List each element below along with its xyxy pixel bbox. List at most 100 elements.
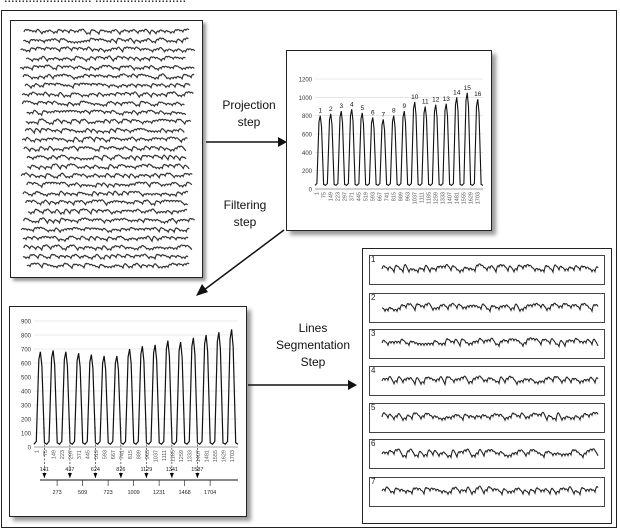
y-tick-label: 200 (21, 418, 32, 424)
y-tick-label: 100 (21, 432, 32, 438)
peak-label: 12 (432, 97, 440, 104)
cut-arrow (195, 473, 200, 478)
x-tick-label: 1 (34, 450, 40, 453)
x-tick-label: 741 (385, 192, 391, 201)
cut-arrow (144, 473, 149, 478)
projection-label-line2: step (237, 115, 261, 129)
cut-arrow (42, 473, 47, 478)
projection-arrow (206, 137, 287, 147)
cut-label-bottom: 1468 (179, 490, 191, 496)
x-tick-label: 741 (119, 450, 125, 459)
peak-label: 7 (381, 111, 385, 118)
x-tick-label: 815 (392, 192, 398, 201)
y-tick-label: 400 (302, 151, 313, 157)
cut-label-top: 1129 (140, 467, 152, 473)
x-tick-label: 1407 (448, 192, 454, 204)
filtering-arrow (196, 229, 285, 296)
peak-label: 3 (339, 103, 343, 110)
handwriting-stroke (381, 411, 599, 423)
cut-label-top: 624 (91, 467, 100, 473)
x-tick-label: 1703 (476, 192, 482, 204)
y-tick-label: 600 (302, 133, 313, 139)
handwriting-stroke (21, 136, 188, 144)
figure-frame (1, 10, 617, 528)
peak-label: 11 (422, 99, 429, 106)
handwriting-stroke (27, 163, 190, 171)
line-handwriting (381, 448, 599, 460)
x-tick-label: 371 (350, 192, 356, 201)
projection-label-line1: Projection (222, 98, 276, 112)
handwriting-stroke (20, 172, 193, 180)
x-tick-label: 1185 (427, 192, 433, 204)
manuscript-page-image (10, 20, 203, 278)
handwriting-stroke (24, 127, 185, 135)
handwriting-stroke (21, 100, 185, 108)
segmented-line: 3 (369, 329, 605, 359)
x-tick-label: 963 (406, 192, 412, 201)
handwriting-stroke (22, 73, 195, 81)
x-tick-label: 297 (68, 450, 74, 459)
x-tick-label: 223 (60, 450, 66, 459)
cut-label-top: 437 (65, 467, 74, 473)
y-tick-label: 300 (21, 404, 32, 410)
line-number: 6 (371, 439, 376, 448)
handwriting-stroke (25, 55, 186, 63)
projection-step-label: Projection step (214, 97, 284, 131)
x-tick-label: 889 (136, 450, 142, 459)
y-tick-label: 700 (21, 348, 32, 354)
filtering-step-label: Filtering step (210, 197, 280, 231)
profile-line (314, 92, 484, 186)
x-tick-label: 667 (378, 192, 384, 201)
cut-label-bottom: 1704 (204, 490, 216, 496)
cut-arrow (93, 473, 98, 478)
filtering-label-line1: Filtering (223, 198, 267, 212)
x-tick-label: 1 (315, 192, 321, 195)
peak-label: 16 (474, 91, 482, 98)
handwriting-stroke (22, 217, 196, 225)
x-tick-label: 1555 (213, 450, 219, 462)
x-tick-label: 1629 (221, 450, 227, 462)
peak-label: 6 (371, 110, 375, 117)
handwriting-stroke (381, 337, 599, 349)
caption-fragment: ......................... ..............… (4, 0, 186, 7)
line-handwriting (381, 263, 599, 275)
cut-label-top: 1341 (166, 467, 178, 473)
segmented-line: 4 (369, 366, 605, 396)
x-tick-label: 1333 (441, 192, 447, 204)
handwriting-stroke (381, 302, 599, 314)
line-handwriting (381, 411, 599, 423)
handwriting-stroke (381, 485, 599, 497)
x-tick-label: 963 (145, 450, 151, 459)
peak-label: 5 (360, 105, 364, 112)
manuscript-handwriting (19, 28, 196, 270)
x-tick-label: 1481 (204, 450, 210, 462)
line-handwriting (381, 485, 599, 497)
x-tick-label: 815 (128, 450, 134, 459)
segmented-lines-panel: 1 2 3 4 5 6 7 (362, 248, 612, 524)
segmented-line: 7 (369, 477, 605, 507)
handwriting-stroke (25, 199, 189, 207)
x-tick-label: 1407 (196, 450, 202, 462)
line-number: 1 (371, 255, 376, 264)
x-tick-label: 889 (399, 192, 405, 201)
line-handwriting (381, 302, 599, 314)
peak-label: 1 (318, 108, 322, 115)
y-tick-label: 900 (21, 320, 32, 326)
cut-label-bottom: 1231 (153, 490, 165, 496)
handwriting-stroke (23, 145, 187, 153)
handwriting-stroke (381, 375, 599, 387)
y-tick-label: 1000 (299, 96, 313, 102)
y-tick-label: 800 (21, 334, 32, 340)
handwriting-stroke (22, 235, 189, 243)
line-number: 5 (371, 403, 376, 412)
handwriting-stroke (26, 262, 190, 270)
handwriting-stroke (24, 82, 191, 90)
peak-label: 13 (443, 96, 451, 103)
cut-label-bottom: 723 (104, 490, 113, 496)
handwriting-stroke (22, 190, 189, 198)
handwriting-stroke (381, 263, 599, 275)
segmentation-label-line1: Lines (298, 321, 328, 335)
line-number: 2 (371, 293, 376, 302)
